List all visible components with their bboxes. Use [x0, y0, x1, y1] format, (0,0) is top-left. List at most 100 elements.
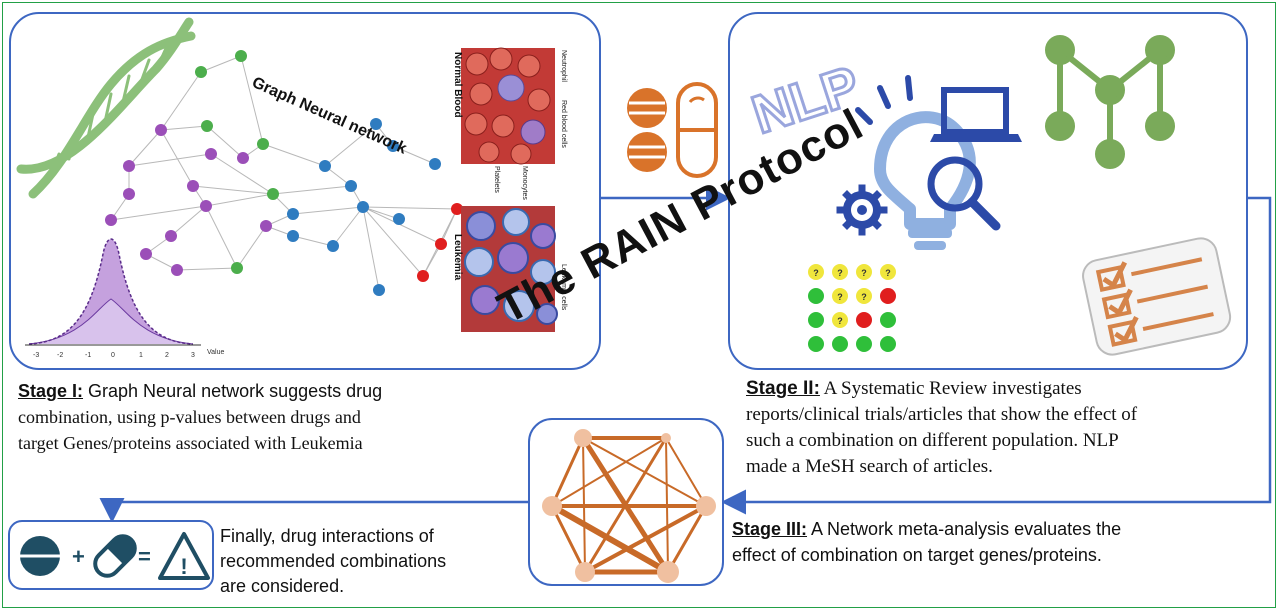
curve-axis-label: Value	[207, 349, 224, 356]
grid-question-mark: ?	[861, 268, 867, 278]
cell-label-monocytes: Monocytes	[521, 166, 528, 200]
stage1-line1: Graph Neural network suggests drug	[88, 381, 383, 401]
tablet-icon	[20, 536, 60, 576]
network-node	[417, 270, 429, 282]
curve-tick: -1	[85, 352, 91, 359]
network-node	[357, 201, 369, 213]
nma-node	[696, 496, 716, 516]
final-line3: are considered.	[220, 576, 345, 596]
grid-question-mark: ?	[837, 292, 843, 302]
stage2-heading: Stage II:	[746, 378, 820, 399]
warning-icon: !	[158, 532, 210, 580]
magnifier-icon	[927, 156, 1001, 231]
network-node	[200, 200, 212, 212]
stage1-description: Stage I: Graph Neural network suggests d…	[18, 378, 538, 456]
curve-tick: 1	[139, 352, 143, 359]
gear-icon	[836, 184, 888, 236]
equals-sign: =	[138, 544, 151, 569]
final-line1: Finally, drug interactions of	[220, 526, 434, 546]
curve-tick: 2	[165, 352, 169, 359]
curve-tick: 3	[191, 352, 195, 359]
network-node	[201, 120, 213, 132]
distribution-curve: -3 -2 -1 0 1 2 3 Value	[25, 238, 224, 359]
network-node	[345, 180, 357, 192]
grid-row: ? ? ? ?	[808, 264, 896, 280]
nma-node	[574, 429, 592, 447]
nma-node	[661, 433, 671, 443]
network-node	[373, 284, 385, 296]
stage1-panel: Graph Neural network -3 -2 -1 0 1 2 3 Va…	[9, 12, 601, 370]
network-node	[165, 230, 177, 242]
final-description: Finally, drug interactions of recommende…	[220, 524, 510, 599]
network-node	[387, 140, 399, 152]
cell-label-red-blood-cells: Red blood cells	[560, 100, 567, 148]
network-node	[287, 208, 299, 220]
network-node	[257, 138, 269, 150]
checklist-icon	[1082, 237, 1232, 356]
grid-question-mark: ?	[861, 292, 867, 302]
plus-sign: +	[72, 544, 85, 569]
normal-blood-label: Normal Blood	[452, 52, 463, 118]
stage3-description: Stage III: A Network meta-analysis evalu…	[732, 516, 1232, 568]
network-node	[235, 50, 247, 62]
grid-row	[808, 336, 896, 352]
cell-label-platelets: Platelets	[493, 166, 500, 193]
network-node	[195, 66, 207, 78]
final-panel: + = !	[8, 520, 214, 590]
leukemia-blood-image	[461, 206, 558, 332]
network-node	[319, 160, 331, 172]
stage3-line1: A Network meta-analysis evaluates the	[811, 519, 1122, 539]
risk-of-bias-grid: ? ? ? ? ? ? ?	[808, 264, 896, 352]
nma-node	[657, 561, 679, 583]
warning-mark: !	[180, 554, 187, 579]
network-node	[451, 203, 463, 215]
laptop-icon	[930, 87, 1022, 142]
stage3-panel	[528, 418, 724, 586]
network-node	[393, 213, 405, 225]
network-node	[267, 188, 279, 200]
network-node	[123, 188, 135, 200]
stage1-line3: target Genes/proteins associated with Le…	[18, 433, 363, 453]
grid-row: ? ?	[808, 288, 896, 304]
pills-icon	[627, 82, 718, 178]
network-node	[370, 118, 382, 130]
curve-tick: -3	[33, 352, 39, 359]
stage1-illustration: Graph Neural network -3 -2 -1 0 1 2 3 Va…	[16, 17, 567, 359]
leukemia-label: Leukemia	[452, 234, 463, 281]
curve-tick: 0	[111, 352, 115, 359]
network-node	[105, 214, 117, 226]
network-node	[205, 148, 217, 160]
network-node	[429, 158, 441, 170]
network-node	[287, 230, 299, 242]
grid-question-mark: ?	[813, 268, 819, 278]
network-node	[260, 220, 272, 232]
cell-label-leukemia-cells: Leukemia cells	[560, 264, 567, 311]
stage2-line3: such a combination on different populati…	[746, 430, 1119, 451]
grid-question-mark: ?	[837, 316, 843, 326]
grid-row: ?	[808, 312, 896, 328]
network-node	[237, 152, 249, 164]
stage3-line2: effect of combination on target genes/pr…	[732, 545, 1102, 565]
curve-tick: -2	[57, 352, 63, 359]
stage2-panel: NLP	[728, 12, 1248, 370]
network-node	[171, 264, 183, 276]
dna-icon	[16, 17, 196, 199]
capsule-icon	[93, 534, 137, 578]
network-meta-analysis-graph	[542, 429, 716, 583]
grid-question-mark: ?	[837, 268, 843, 278]
network-node	[327, 240, 339, 252]
stage3-heading: Stage III:	[732, 519, 808, 539]
stage2-description: Stage II: A Systematic Review investigat…	[746, 376, 1246, 480]
network-node	[140, 248, 152, 260]
drug-interaction-equation: + = !	[20, 532, 210, 580]
grid-question-mark: ?	[885, 268, 891, 278]
network-node	[155, 124, 167, 136]
network-label: Graph Neural network	[249, 74, 409, 158]
network-node	[187, 180, 199, 192]
network-node	[435, 238, 447, 250]
normal-blood-image	[461, 47, 555, 165]
stage2-illustration: NLP	[744, 35, 1232, 356]
cell-label-neutrophil: Neutrophil	[560, 50, 567, 82]
molecule-icon	[1045, 35, 1175, 169]
